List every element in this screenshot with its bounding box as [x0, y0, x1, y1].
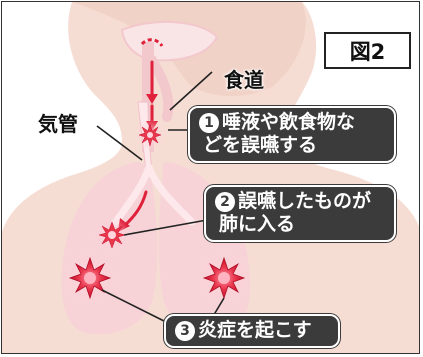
bronchi [110, 163, 196, 228]
figure-label: 図2 [324, 32, 411, 69]
burst-lung-entry [94, 217, 130, 253]
step-3-text-line1: 炎症を起こす [198, 319, 312, 341]
step-1-number: 1 [199, 113, 219, 133]
swallow-arrow-top [140, 38, 164, 47]
step-1-text-line1: 唾液や飲食物な [222, 111, 356, 133]
burst-inflammation-right [198, 252, 250, 304]
anatomy-illustration [2, 2, 419, 353]
esophagus-label: 食道 [224, 68, 264, 92]
burst-inflammation-left [64, 252, 116, 304]
step-2-text-line2: 肺に入る [219, 213, 296, 235]
tongue [147, 55, 174, 122]
leader-lines [96, 71, 225, 325]
burst-aspiration [134, 119, 166, 151]
step-2-text-line1: 誤嚥したものが [238, 190, 372, 212]
trachea-label: 気管 [38, 112, 78, 136]
step-3-number: 3 [175, 321, 195, 341]
step-2-number: 2 [215, 192, 235, 212]
step-1-text-line2: どを誤嚥する [203, 134, 318, 156]
